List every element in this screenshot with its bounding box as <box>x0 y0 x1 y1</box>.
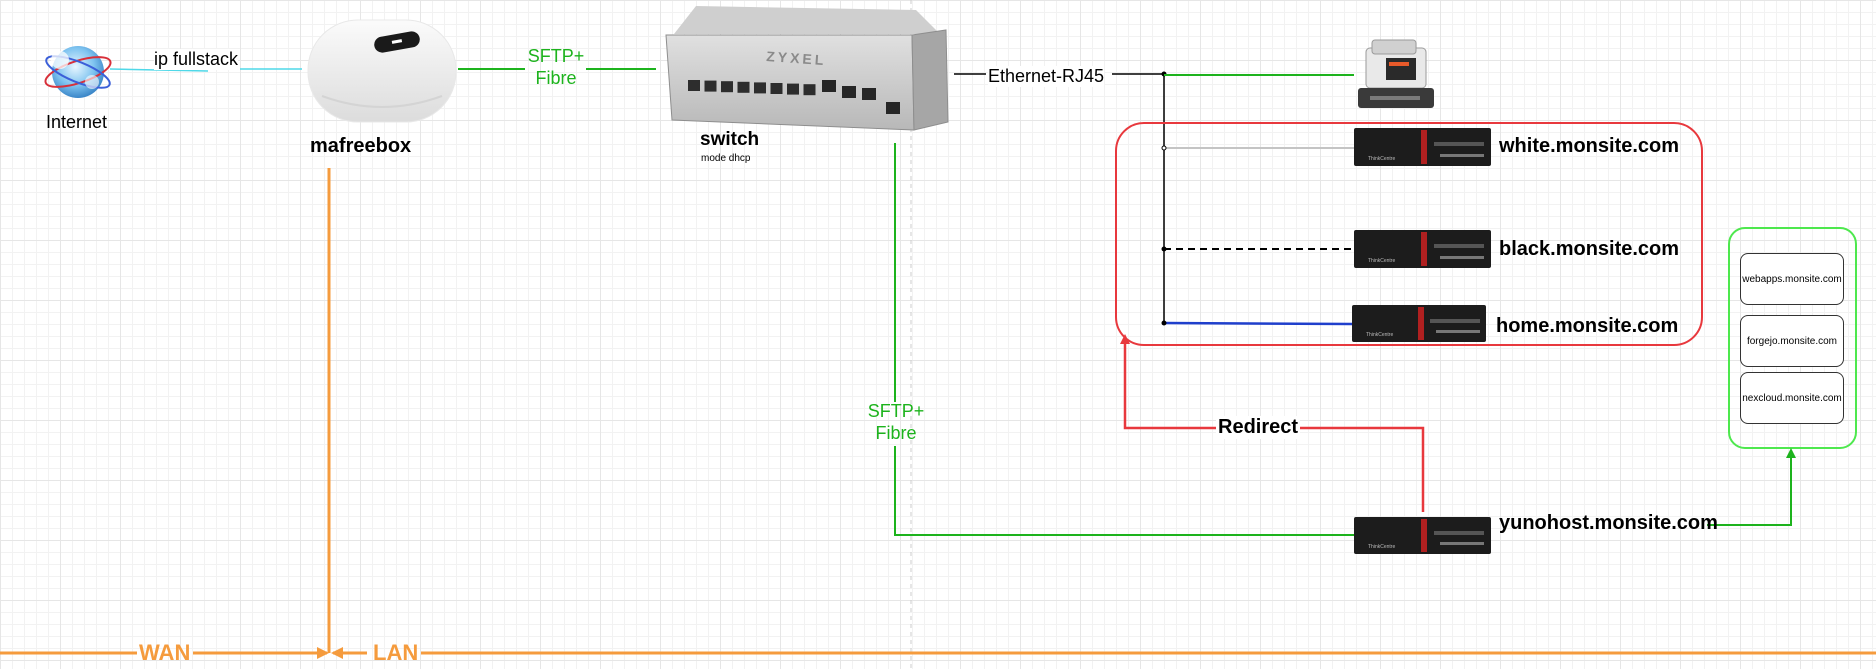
home-server-icon: ThinkCentre <box>1352 305 1486 342</box>
redirect-label: Redirect <box>1216 416 1301 439</box>
internet-globe-icon <box>44 46 112 98</box>
svg-text:ThinkCentre: ThinkCentre <box>1368 258 1395 264</box>
yunohost-server-label: yunohost.monsite.com <box>1499 512 1718 534</box>
black-server-icon: ThinkCentre <box>1354 230 1491 268</box>
app-nextcloud: nexcloud.monsite.com <box>1740 372 1844 424</box>
router-label: mafreebox <box>310 135 412 157</box>
internet-router-link <box>109 68 209 72</box>
switch-port <box>803 84 816 96</box>
svg-text:ZYXEL: ZYXEL <box>766 48 827 68</box>
downlink-label-line1: SFTP+ <box>867 401 925 421</box>
ethernet-label: Ethernet-RJ45 <box>988 66 1105 87</box>
switch-sublabel: mode dhcp <box>701 153 751 164</box>
yunohost-server-icon: ThinkCentre <box>1354 517 1491 554</box>
white-server-icon: ThinkCentre <box>1354 128 1491 166</box>
svg-text:ThinkCentre: ThinkCentre <box>1368 544 1395 550</box>
switch-port <box>704 80 717 92</box>
router-icon <box>307 19 457 123</box>
svg-text:ThinkCentre: ThinkCentre <box>1368 156 1395 162</box>
yunohost-apps-link <box>1707 448 1796 526</box>
switch-port <box>822 80 836 92</box>
ip-fullstack-label: ip fullstack <box>154 49 239 70</box>
switch-port <box>721 81 733 93</box>
app-webapps: webapps.monsite.com <box>1740 253 1844 305</box>
server-group-box <box>1115 122 1703 346</box>
switch-port <box>737 81 750 93</box>
uplink-label-line1: SFTP+ <box>527 46 585 66</box>
printer-icon <box>1358 39 1434 108</box>
svg-text:ThinkCentre: ThinkCentre <box>1366 332 1393 338</box>
switch-ports <box>688 80 900 114</box>
downlink-label: SFTP+ Fibre <box>864 400 928 444</box>
switch-port <box>688 80 700 91</box>
black-server-label: black.monsite.com <box>1499 238 1680 260</box>
switch-label: switch <box>700 129 760 150</box>
home-server-label: home.monsite.com <box>1496 315 1679 337</box>
uplink-label-line2: Fibre <box>535 68 577 88</box>
junction-dot <box>1161 320 1167 326</box>
lan-label: LAN <box>373 640 419 665</box>
switch-port <box>862 88 876 100</box>
uplink-label: SFTP+ Fibre <box>524 45 588 89</box>
switch-port <box>770 83 783 94</box>
switch-port <box>886 102 900 114</box>
downlink-label-line2: Fibre <box>875 423 917 443</box>
wan-label: WAN <box>139 640 191 665</box>
white-server-label: white.monsite.com <box>1499 135 1680 157</box>
switch-yunohost-link-bottom <box>894 446 1354 536</box>
junction-dot <box>1161 246 1167 252</box>
junction-dot <box>1161 145 1167 151</box>
internet-label: Internet <box>46 112 108 132</box>
switch-port <box>842 86 856 98</box>
switch-port <box>754 82 766 94</box>
app-forgejo: forgejo.monsite.com <box>1740 315 1844 367</box>
switch-port <box>787 83 799 95</box>
switch-icon: ZYXEL <box>665 6 949 131</box>
home-server-link <box>1163 321 1353 326</box>
